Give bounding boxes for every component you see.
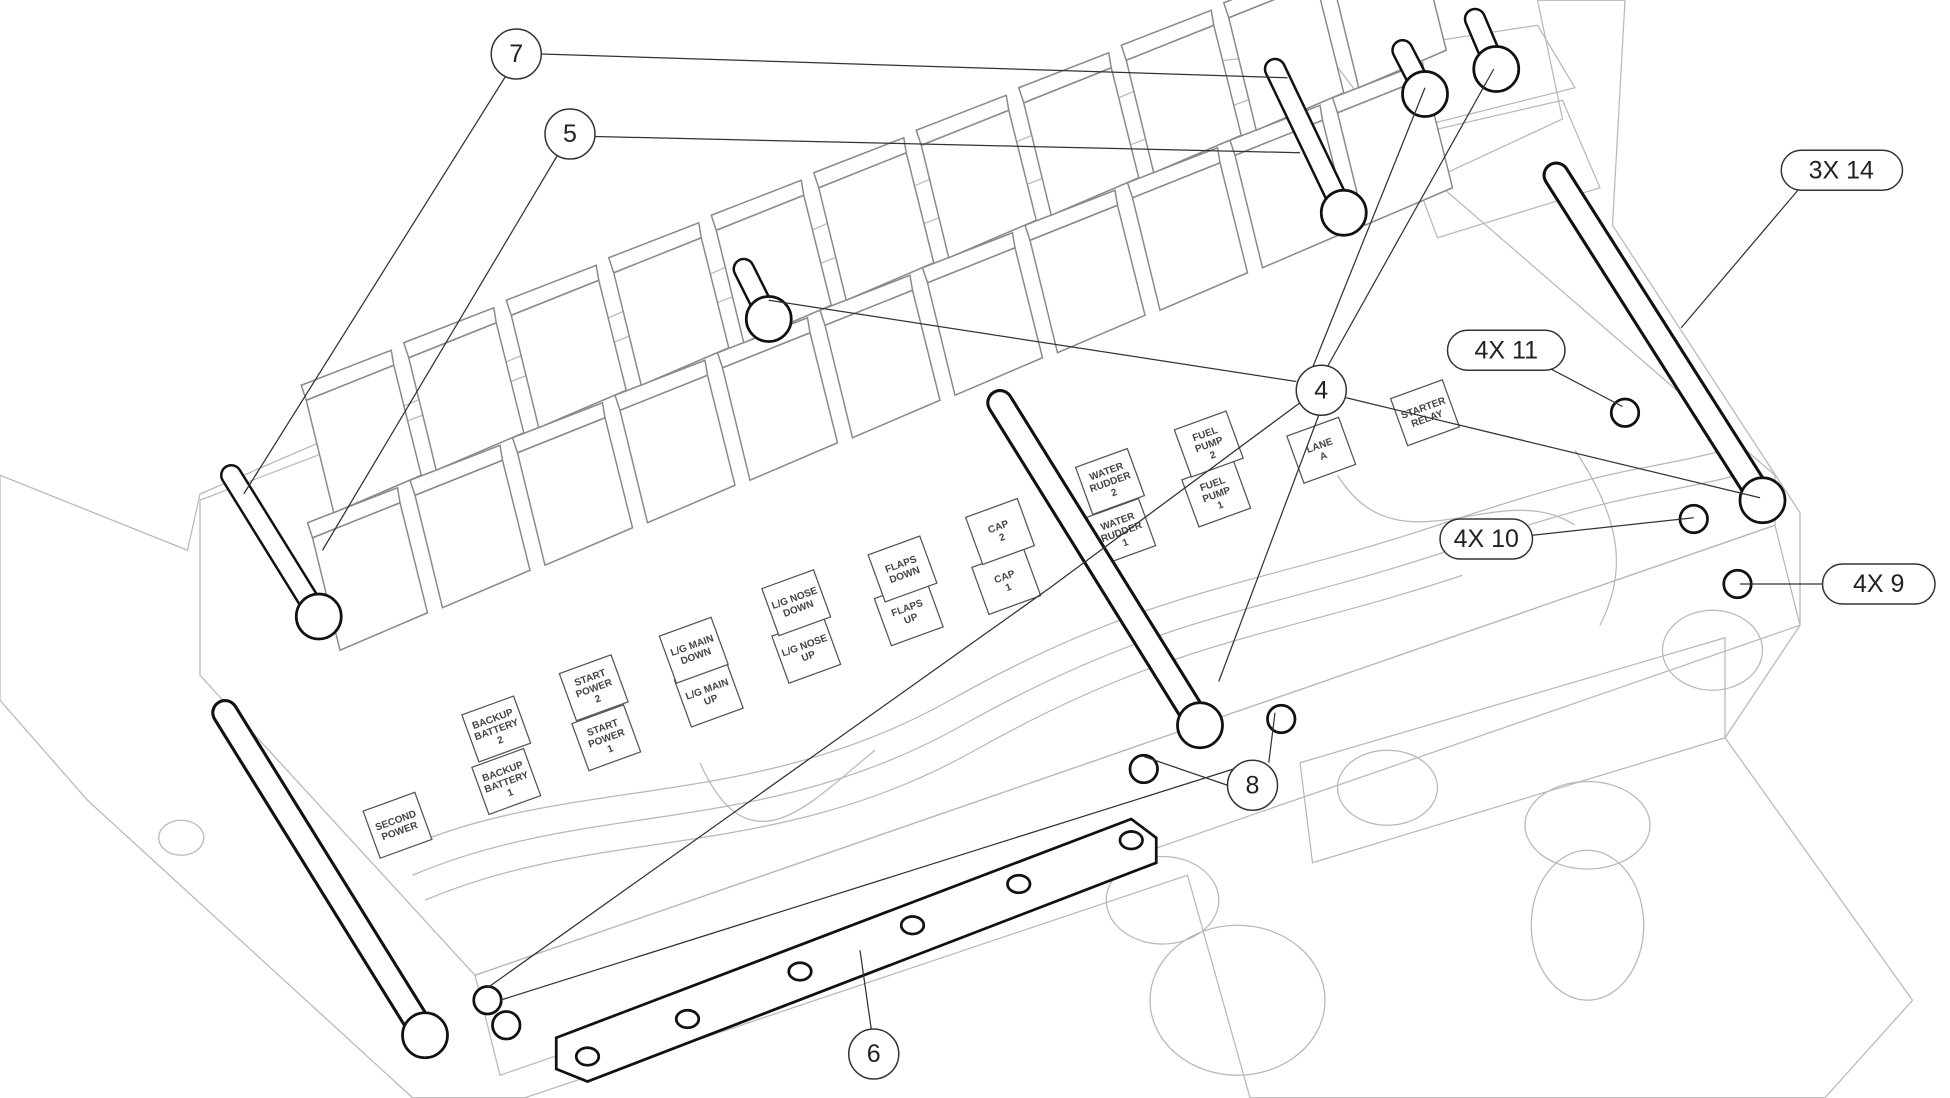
- relay: [1024, 189, 1146, 354]
- callout-text: 6: [867, 1040, 881, 1068]
- callout-text: 4X 11: [1475, 336, 1538, 364]
- callout-5: 5: [544, 108, 596, 160]
- screw: [220, 464, 343, 641]
- standoff: [986, 389, 1224, 750]
- relay: [1017, 51, 1140, 217]
- screw-head-icon: [1401, 70, 1449, 118]
- bus-bar-hole: [1006, 873, 1032, 895]
- relay: [505, 264, 628, 429]
- callout-4x-11: 4X 11: [1446, 329, 1566, 371]
- relay: [1222, 0, 1345, 132]
- screw-head-icon: [294, 592, 343, 641]
- relay-label-line: 1: [506, 787, 515, 799]
- leader-lines: [243, 53, 1823, 1030]
- relay-label-line: 2: [1110, 487, 1119, 499]
- relay: [402, 306, 525, 472]
- relay: [819, 274, 941, 439]
- callout-text: 3X 14: [1809, 156, 1874, 184]
- nut-washer-icon: [1609, 397, 1641, 428]
- callout-4x-10: 4X 10: [1439, 518, 1534, 560]
- bus-bar-hole: [899, 915, 926, 936]
- screw-head-icon: [401, 1011, 449, 1060]
- nut-washer-icon: [1128, 753, 1159, 785]
- screw-head-icon: [1472, 45, 1521, 93]
- standoff: [1542, 161, 1787, 525]
- bus-bar-hole: [1118, 830, 1144, 851]
- relay: [1336, 0, 1448, 89]
- screw: [1391, 38, 1449, 118]
- relay: [812, 136, 935, 302]
- relay-label-line: A: [1318, 450, 1329, 463]
- relay-label-line: UP: [800, 649, 817, 664]
- relay: [607, 221, 730, 387]
- screw-head-icon: [1319, 188, 1368, 237]
- standoffs: [211, 7, 1787, 1060]
- callout-4: 4: [1295, 364, 1347, 416]
- relay-label-line: 2: [1209, 449, 1218, 461]
- relay: [1126, 146, 1249, 312]
- callout-text: 8: [1246, 771, 1260, 799]
- relay: [409, 444, 531, 609]
- relay-label-line: 2: [496, 734, 505, 746]
- relay: [614, 359, 736, 524]
- relay: [300, 349, 423, 514]
- screw-head-icon: [744, 295, 793, 343]
- screw: [1263, 57, 1368, 237]
- relay-label-line: 2: [594, 693, 603, 705]
- relay-label-line: UP: [703, 693, 720, 708]
- relay: [921, 231, 1044, 397]
- relay-row: [300, 0, 1454, 652]
- relay: [1120, 9, 1243, 174]
- relay-label-line: 2: [998, 532, 1007, 544]
- callout-7: 7: [490, 28, 542, 80]
- nut-washer-icon: [472, 985, 503, 1016]
- callout-3x-14: 3X 14: [1780, 149, 1904, 191]
- relay: [915, 94, 1038, 259]
- relay-label-line: 1: [1216, 499, 1225, 511]
- bus-bar: [554, 817, 1158, 1083]
- screw-head-icon: [1176, 701, 1224, 750]
- screw: [1463, 7, 1521, 93]
- callout-text: 4X 10: [1454, 525, 1519, 553]
- bus-bar-hole: [574, 1046, 601, 1067]
- relay-label-line: UP: [903, 612, 920, 627]
- relay-label-line: 1: [606, 743, 615, 755]
- nut-washer-icon: [491, 1010, 522, 1041]
- standoff: [211, 699, 449, 1060]
- screw: [732, 257, 793, 343]
- screw-head-icon: [1738, 476, 1787, 525]
- relay-label-line: 1: [1004, 582, 1013, 594]
- bus-bar-hole: [674, 1008, 701, 1030]
- bus-bar-hole: [787, 961, 813, 982]
- callout-text: 4X 9: [1853, 570, 1904, 598]
- relay: [511, 401, 634, 567]
- callout-8: 8: [1226, 759, 1279, 811]
- callout-6: 6: [848, 1028, 900, 1080]
- callout-text: 4: [1314, 376, 1328, 404]
- relay: [716, 316, 839, 482]
- callout-text: 5: [563, 120, 577, 148]
- callout-4x-9: 4X 9: [1821, 563, 1936, 605]
- callout-text: 7: [509, 40, 523, 68]
- relay-label-line: 1: [1121, 537, 1130, 549]
- nut-washer-icon: [1266, 703, 1297, 735]
